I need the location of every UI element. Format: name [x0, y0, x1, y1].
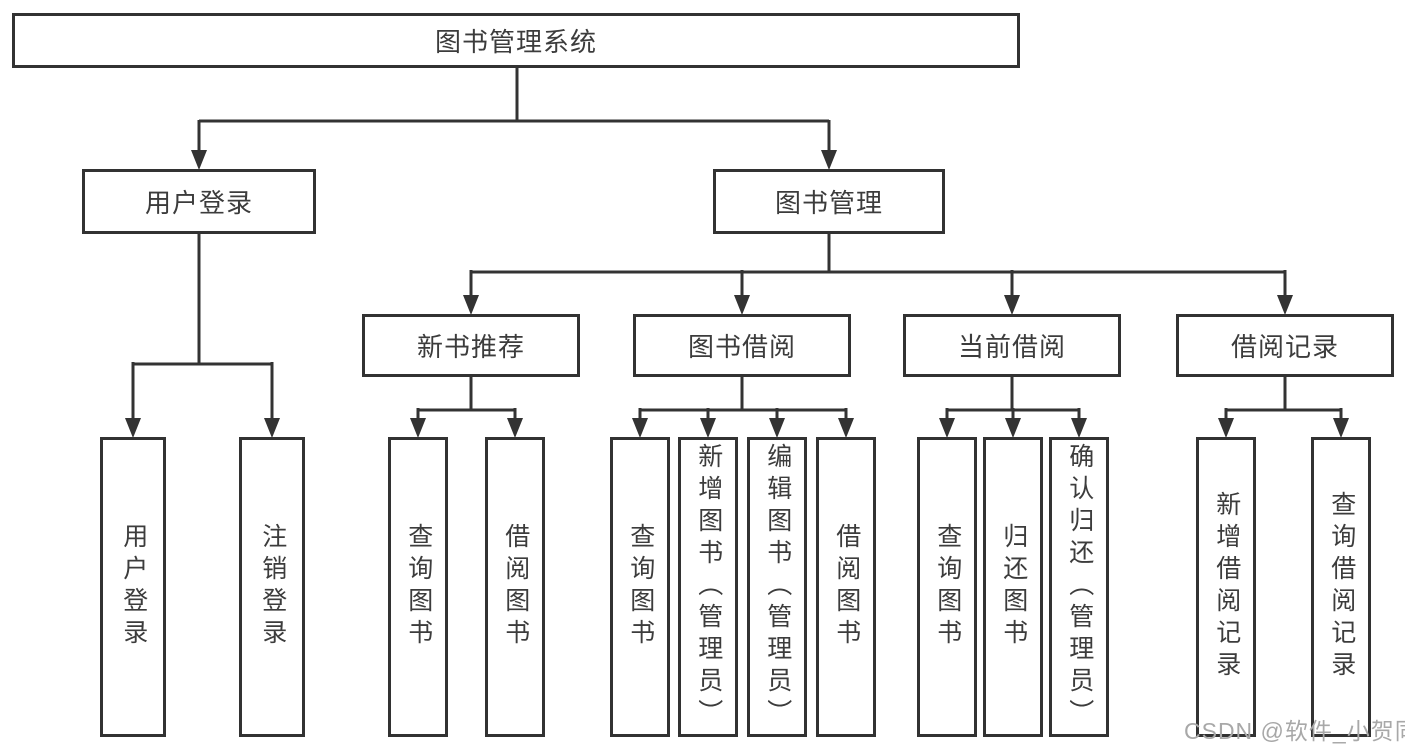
leaf-logout-login-label: 注销登录 [258, 523, 287, 651]
leaf-edit-books-admin: 编辑图书（管理员） [747, 437, 807, 737]
leaf-recommend-borrow-books: 借阅图书 [485, 437, 545, 737]
leaf-current-query-books-label: 查询图书 [933, 523, 962, 651]
leaf-recommend-query-books-label: 查询图书 [404, 523, 433, 651]
leaf-new-borrow-record: 新增借阅记录 [1196, 437, 1256, 737]
leaf-edit-books-admin-label: 编辑图书（管理员） [763, 443, 792, 731]
arrowhead-icons [125, 150, 1349, 438]
node-new-book-recommend: 新书推荐 [362, 314, 580, 377]
node-book-borrow: 图书借阅 [633, 314, 851, 377]
leaf-query-borrow-record-label: 查询借阅记录 [1327, 491, 1356, 683]
leaf-borrow-query-books-label: 查询图书 [626, 523, 655, 651]
leaf-add-books-admin: 新增图书（管理员） [678, 437, 738, 737]
leaf-borrow-query-books: 查询图书 [610, 437, 670, 737]
leaf-user-login: 用户登录 [100, 437, 166, 737]
node-user-login: 用户登录 [82, 169, 316, 234]
csdn-watermark: CSDN @软件_小贺同学 [1184, 718, 1405, 744]
node-book-management: 图书管理 [713, 169, 945, 234]
node-borrow-records: 借阅记录 [1176, 314, 1394, 377]
leaf-return-books-label: 归还图书 [999, 523, 1028, 651]
leaf-add-books-admin-label: 新增图书（管理员） [694, 443, 723, 731]
leaf-user-login-label: 用户登录 [119, 523, 148, 651]
leaf-return-books: 归还图书 [983, 437, 1043, 737]
leaf-query-borrow-record: 查询借阅记录 [1311, 437, 1371, 737]
leaf-confirm-return-admin-label: 确认归还（管理员） [1065, 443, 1094, 731]
leaf-current-query-books: 查询图书 [917, 437, 977, 737]
node-current-borrow: 当前借阅 [903, 314, 1121, 377]
leaf-logout-login: 注销登录 [239, 437, 305, 737]
leaf-recommend-query-books: 查询图书 [388, 437, 448, 737]
leaf-new-borrow-record-label: 新增借阅记录 [1212, 491, 1241, 683]
leaf-recommend-borrow-books-label: 借阅图书 [501, 523, 530, 651]
leaf-borrow-books-label: 借阅图书 [832, 523, 861, 651]
node-book-management-system: 图书管理系统 [12, 13, 1020, 68]
leaf-confirm-return-admin: 确认归还（管理员） [1049, 437, 1109, 737]
leaf-borrow-books: 借阅图书 [816, 437, 876, 737]
